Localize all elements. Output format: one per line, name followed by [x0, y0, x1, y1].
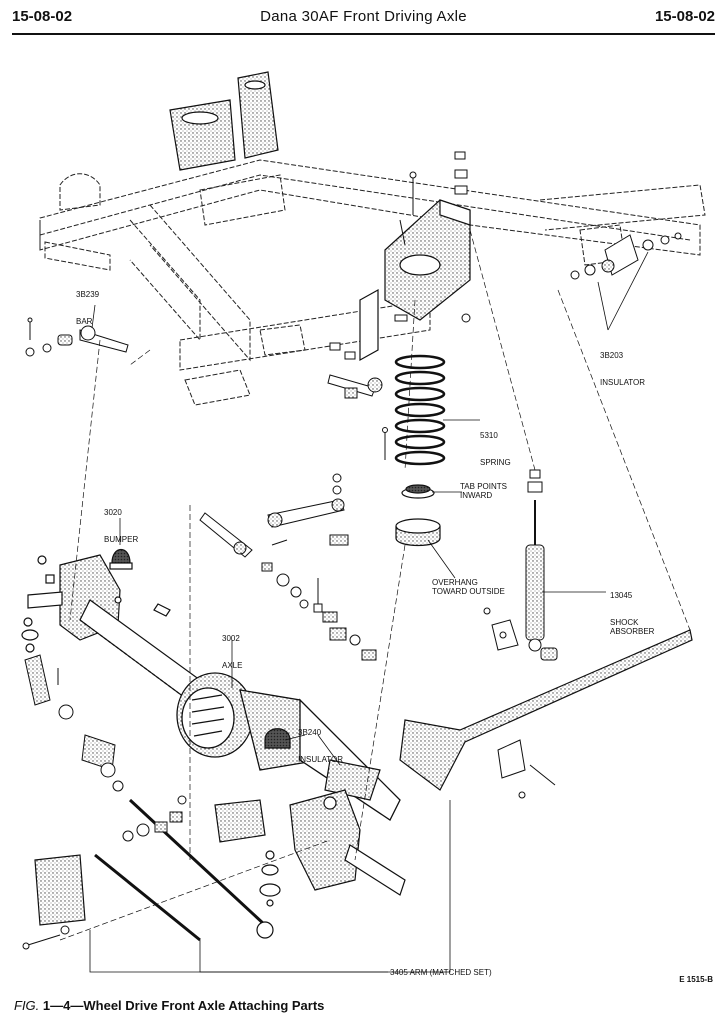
page-title: Dana 30AF Front Driving Axle — [260, 8, 467, 25]
callout-bumper-number: 3020 — [104, 508, 122, 517]
page-number-left: 15-08-02 — [12, 8, 73, 25]
caption-text: —Wheel Drive Front Axle Attaching Parts — [70, 998, 325, 1013]
cab-mounts — [169, 71, 279, 171]
callout-insulator-top-number: 3B203 — [600, 351, 624, 360]
callout-shock-number: 13045 — [610, 591, 633, 600]
callout-bumper-name: BUMPER — [104, 535, 139, 544]
page-number-right: 15-08-02 — [654, 8, 715, 25]
callout-shock-name: SHOCK ABSORBER — [610, 618, 655, 636]
leader-lines — [89, 251, 649, 973]
callout-spring-5310: 5310 SPRING — [480, 413, 511, 476]
callout-shock-13045: 13045 SHOCK ABSORBER — [610, 573, 654, 645]
callout-bar-name: BAR — [76, 317, 93, 326]
right-steering-knuckle — [259, 789, 406, 907]
steering-linkage — [199, 473, 377, 661]
callout-insulator-mid-number: 3B240 — [298, 728, 322, 737]
callout-insulator-3b203: 3B203 INSULATOR — [600, 333, 645, 396]
callout-overhang: OVERHANG TOWARD OUTSIDE — [432, 578, 505, 596]
spring-seat — [395, 518, 441, 547]
header-rule — [12, 33, 715, 35]
callout-spring-name: SPRING — [480, 458, 511, 467]
callout-axle-3002: 3002 AXLE — [222, 616, 242, 679]
spring-tower — [359, 199, 471, 362]
callout-insulator-top-name: INSULATOR — [600, 378, 646, 387]
axle-housing-3002 — [79, 596, 201, 701]
spring-retainer — [401, 484, 435, 499]
insulator-3b203-part — [570, 232, 682, 280]
bumper-3020 — [109, 548, 133, 570]
vehicle-frame — [39, 159, 706, 406]
callout-arm-3405: 3405 ARM (MATCHED SET) — [390, 968, 492, 977]
alignment-lines — [59, 229, 691, 941]
radius-arm-3405 — [34, 629, 693, 942]
track-bar-3b239 — [25, 317, 129, 357]
differential-housing — [176, 672, 401, 821]
figure-caption: FIG. 1—4—Wheel Drive Front Axle Attachin… — [14, 998, 324, 1013]
caption-fig-label: FIG. — [14, 998, 40, 1013]
radius-arm-fasteners — [22, 739, 556, 950]
callout-insulator-3b240: 3B240 INSULATOR — [298, 710, 343, 773]
callout-bar-number: 3B239 — [76, 290, 100, 299]
callout-axle-number: 3002 — [222, 634, 240, 643]
callout-tab-points: TAB POINTS INWARD — [460, 482, 507, 500]
callout-bar-3b239: 3B239 BAR — [76, 272, 99, 335]
caption-number: 1—4 — [42, 998, 71, 1013]
spring-bolt — [382, 427, 388, 460]
coil-spring-5310 — [394, 354, 446, 466]
shock-absorber-13045 — [525, 469, 545, 652]
top-fasteners — [329, 151, 471, 360]
callout-spring-number: 5310 — [480, 431, 498, 440]
radius-rod-stub — [327, 374, 383, 399]
shock-lower-bracket — [483, 607, 558, 661]
left-tie-rod-parts — [24, 654, 124, 792]
figure-code: E 1515-B — [679, 975, 713, 984]
callout-axle-name: AXLE — [222, 661, 243, 670]
callout-bumper-3020: 3020 BUMPER — [104, 490, 138, 553]
exploded-axle-diagram — [21, 71, 706, 973]
callout-insulator-mid-name: INSULATOR — [298, 755, 344, 764]
